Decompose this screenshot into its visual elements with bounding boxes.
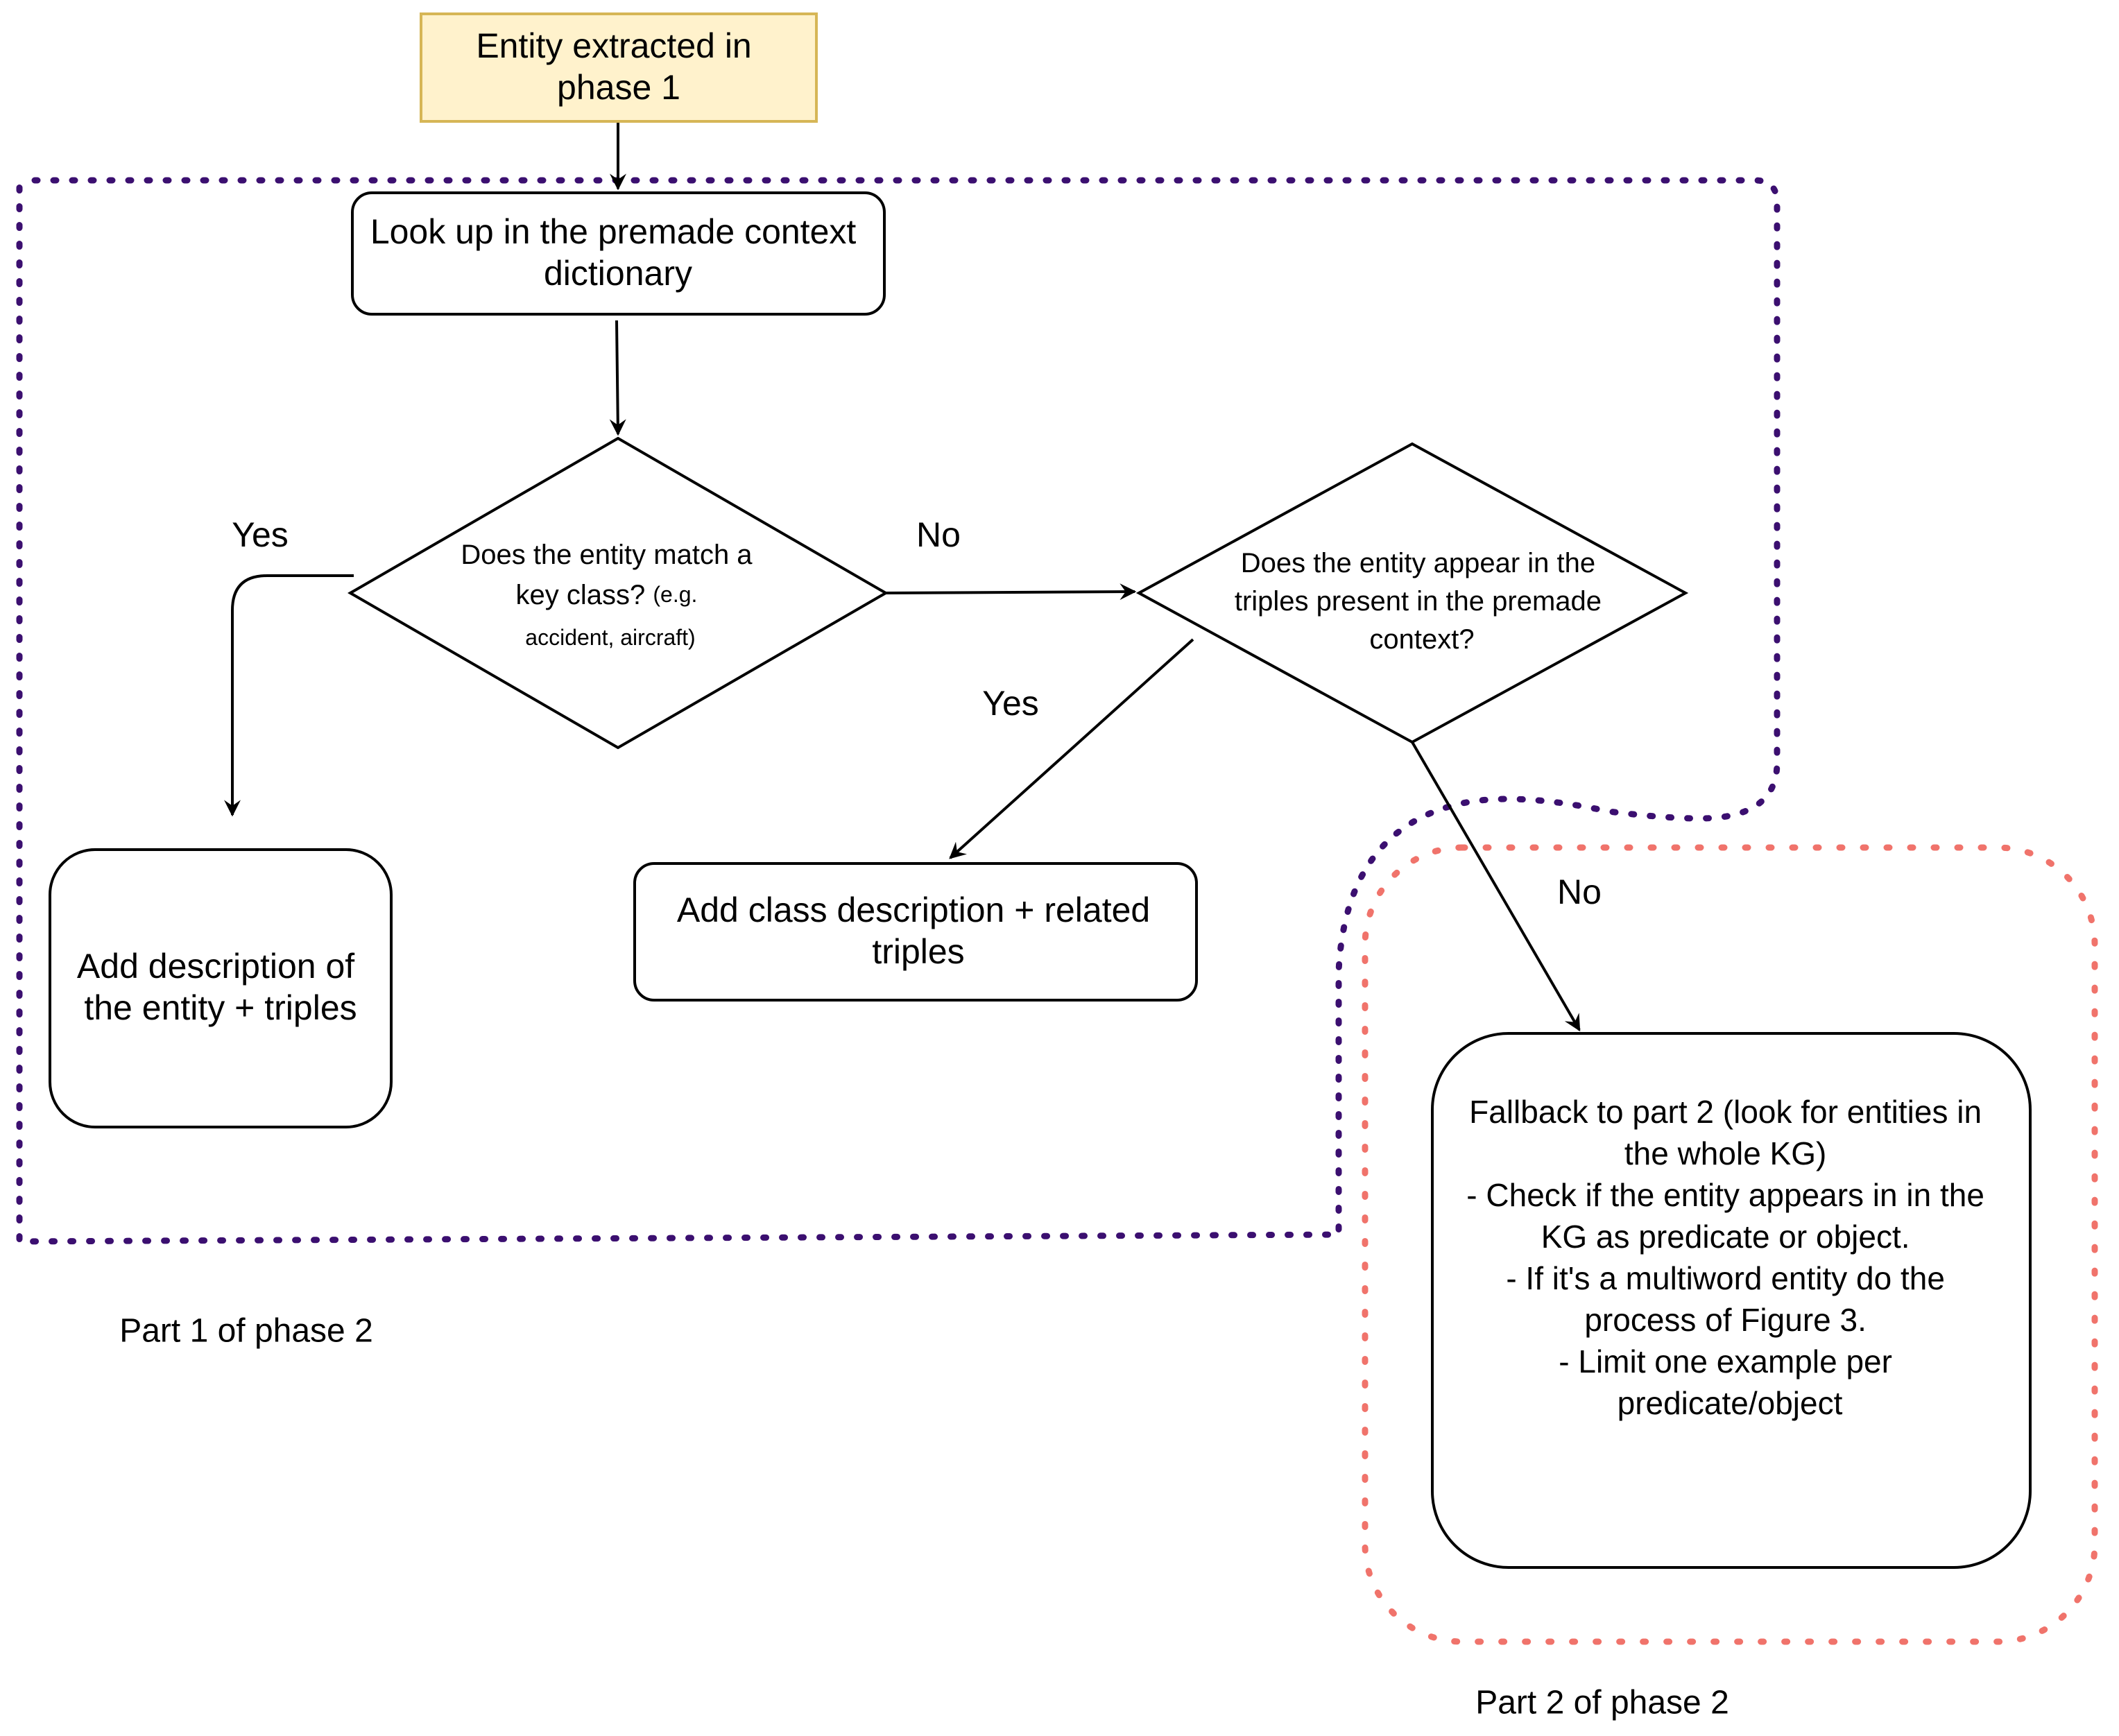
- decision2-label: Does the entity appear in the triples pr…: [1235, 548, 1609, 655]
- decision1-label: Does the entity match a key class? (e.g.…: [461, 540, 760, 651]
- start-node: [420, 12, 818, 123]
- part1-region-label: Part 1 of phase 2: [119, 1313, 373, 1350]
- edge-decision1-yes: [224, 574, 354, 817]
- edge-decision1-no: [885, 583, 1137, 601]
- part1-region-outline: [16, 177, 1781, 1245]
- part2-region-outline: [1362, 844, 2098, 1645]
- edge-label-decision2-yes: Yes: [982, 684, 1039, 723]
- edge-label-decision1-yes: Yes: [232, 515, 289, 554]
- add-class-description-node: [633, 862, 1198, 1002]
- add-class-description-label: Add class description + related triples: [677, 891, 1160, 971]
- fallback-label: Fallback to part 2 (look for entities in…: [1466, 1094, 1993, 1421]
- edge-label-decision2-no: No: [1557, 873, 1602, 911]
- edge-decision2-no: [1411, 741, 1581, 1032]
- fallback-node: [1431, 1032, 2032, 1569]
- start-node-label: Entity extracted in phase 1: [476, 26, 761, 107]
- lookup-node: [351, 191, 886, 316]
- add-description-label: Add description of the entity + triples: [77, 947, 364, 1027]
- decision1-diamond: [348, 436, 889, 750]
- part2-region-label: Part 2 of phase 2: [1475, 1685, 1729, 1721]
- add-description-node: [49, 848, 393, 1128]
- edge-lookup-to-decision1: [609, 320, 626, 436]
- edge-decision2-yes: [949, 638, 1194, 859]
- edge-label-decision1-no: No: [916, 515, 961, 554]
- lookup-node-label: Look up in the premade context dictionar…: [370, 212, 866, 293]
